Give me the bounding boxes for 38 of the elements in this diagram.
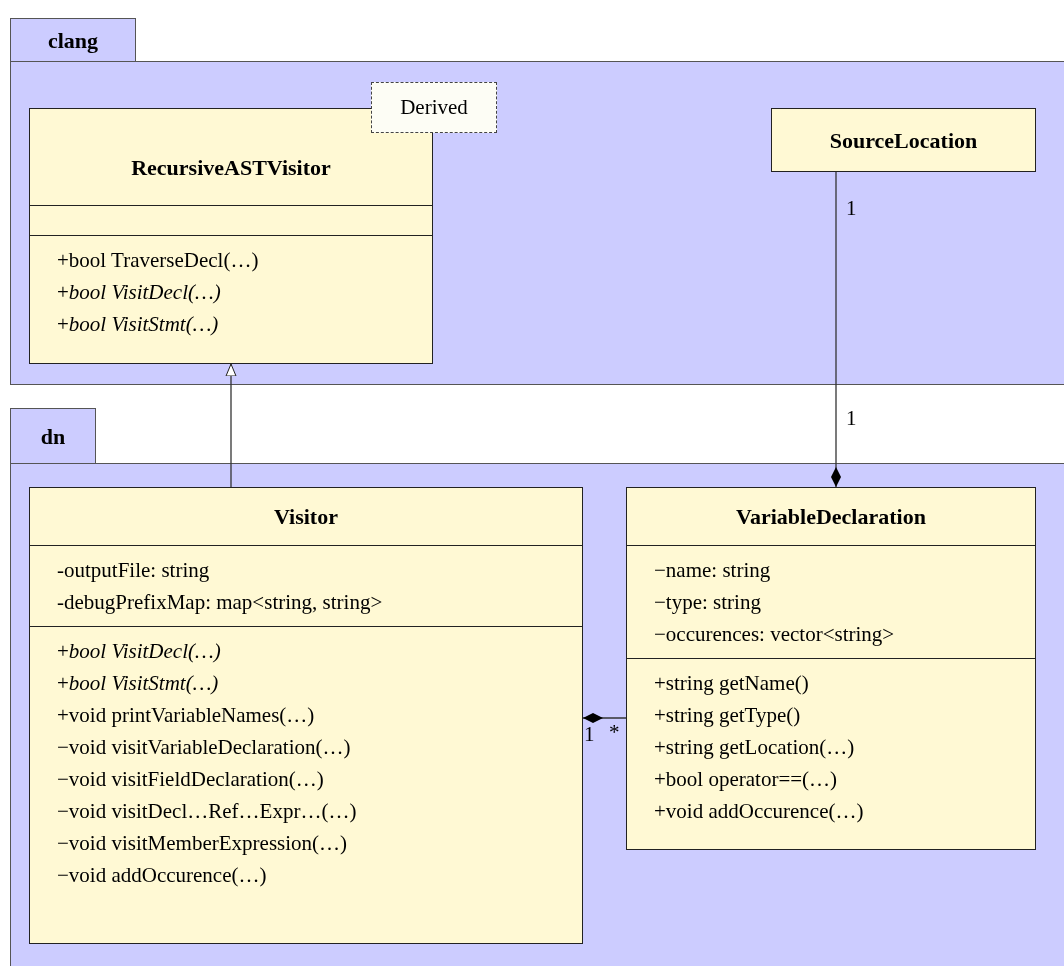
inheritance-arrow	[225, 363, 237, 488]
class-method: +bool VisitStmt(…)	[57, 311, 220, 338]
multiplicity-label: 1	[846, 196, 857, 220]
multiplicity-label: 1	[846, 406, 857, 430]
class-name: VariableDeclaration	[736, 503, 926, 531]
class-attribute: -outputFile: string	[57, 557, 211, 584]
class-method: +bool operator==(…)	[654, 766, 839, 793]
class-method: −void addOccurence(…)	[57, 862, 268, 889]
class-attribute: −name: string	[654, 557, 772, 584]
class-name: RecursiveASTVisitor	[131, 153, 331, 182]
class-method: +bool TraverseDecl(…)	[57, 247, 260, 274]
package-tab: clang	[10, 18, 136, 62]
class-name: SourceLocation	[829, 126, 978, 155]
class-attribute: −occurences: vector<string>	[654, 621, 896, 648]
class-attribute: −type: string	[654, 589, 762, 616]
class-box	[29, 487, 583, 944]
class-method: +string getType()	[654, 702, 802, 729]
class-box	[626, 487, 1036, 850]
class-method: +void addOccurence(…)	[654, 798, 865, 825]
package-tab: dn	[10, 408, 96, 464]
class-method: +bool VisitStmt(…)	[57, 670, 220, 697]
class-method: +string getName()	[654, 670, 810, 697]
class-box	[771, 108, 1036, 172]
class-method: +void printVariableNames(…)	[57, 702, 316, 729]
class-method: −void visitVariableDeclaration(…)	[57, 734, 352, 761]
multiplicity-label: 1	[584, 722, 595, 746]
class-method: −void visitFieldDeclaration(…)	[57, 766, 325, 793]
class-method: −void visitDecl…Ref…Expr…(…)	[57, 798, 358, 825]
class-method: +bool VisitDecl(…)	[57, 279, 222, 306]
class-method: +bool VisitDecl(…)	[57, 638, 222, 665]
class-method: +string getLocation(…)	[654, 734, 856, 761]
composition-line	[582, 713, 627, 723]
class-method: −void visitMemberExpression(…)	[57, 830, 349, 857]
class-name: Visitor	[274, 503, 338, 531]
multiplicity-label: *	[609, 720, 620, 744]
composition-line	[831, 171, 841, 488]
class-attribute: -debugPrefixMap: map<string, string>	[57, 589, 384, 616]
stereotype-tag: Derived	[371, 82, 497, 133]
